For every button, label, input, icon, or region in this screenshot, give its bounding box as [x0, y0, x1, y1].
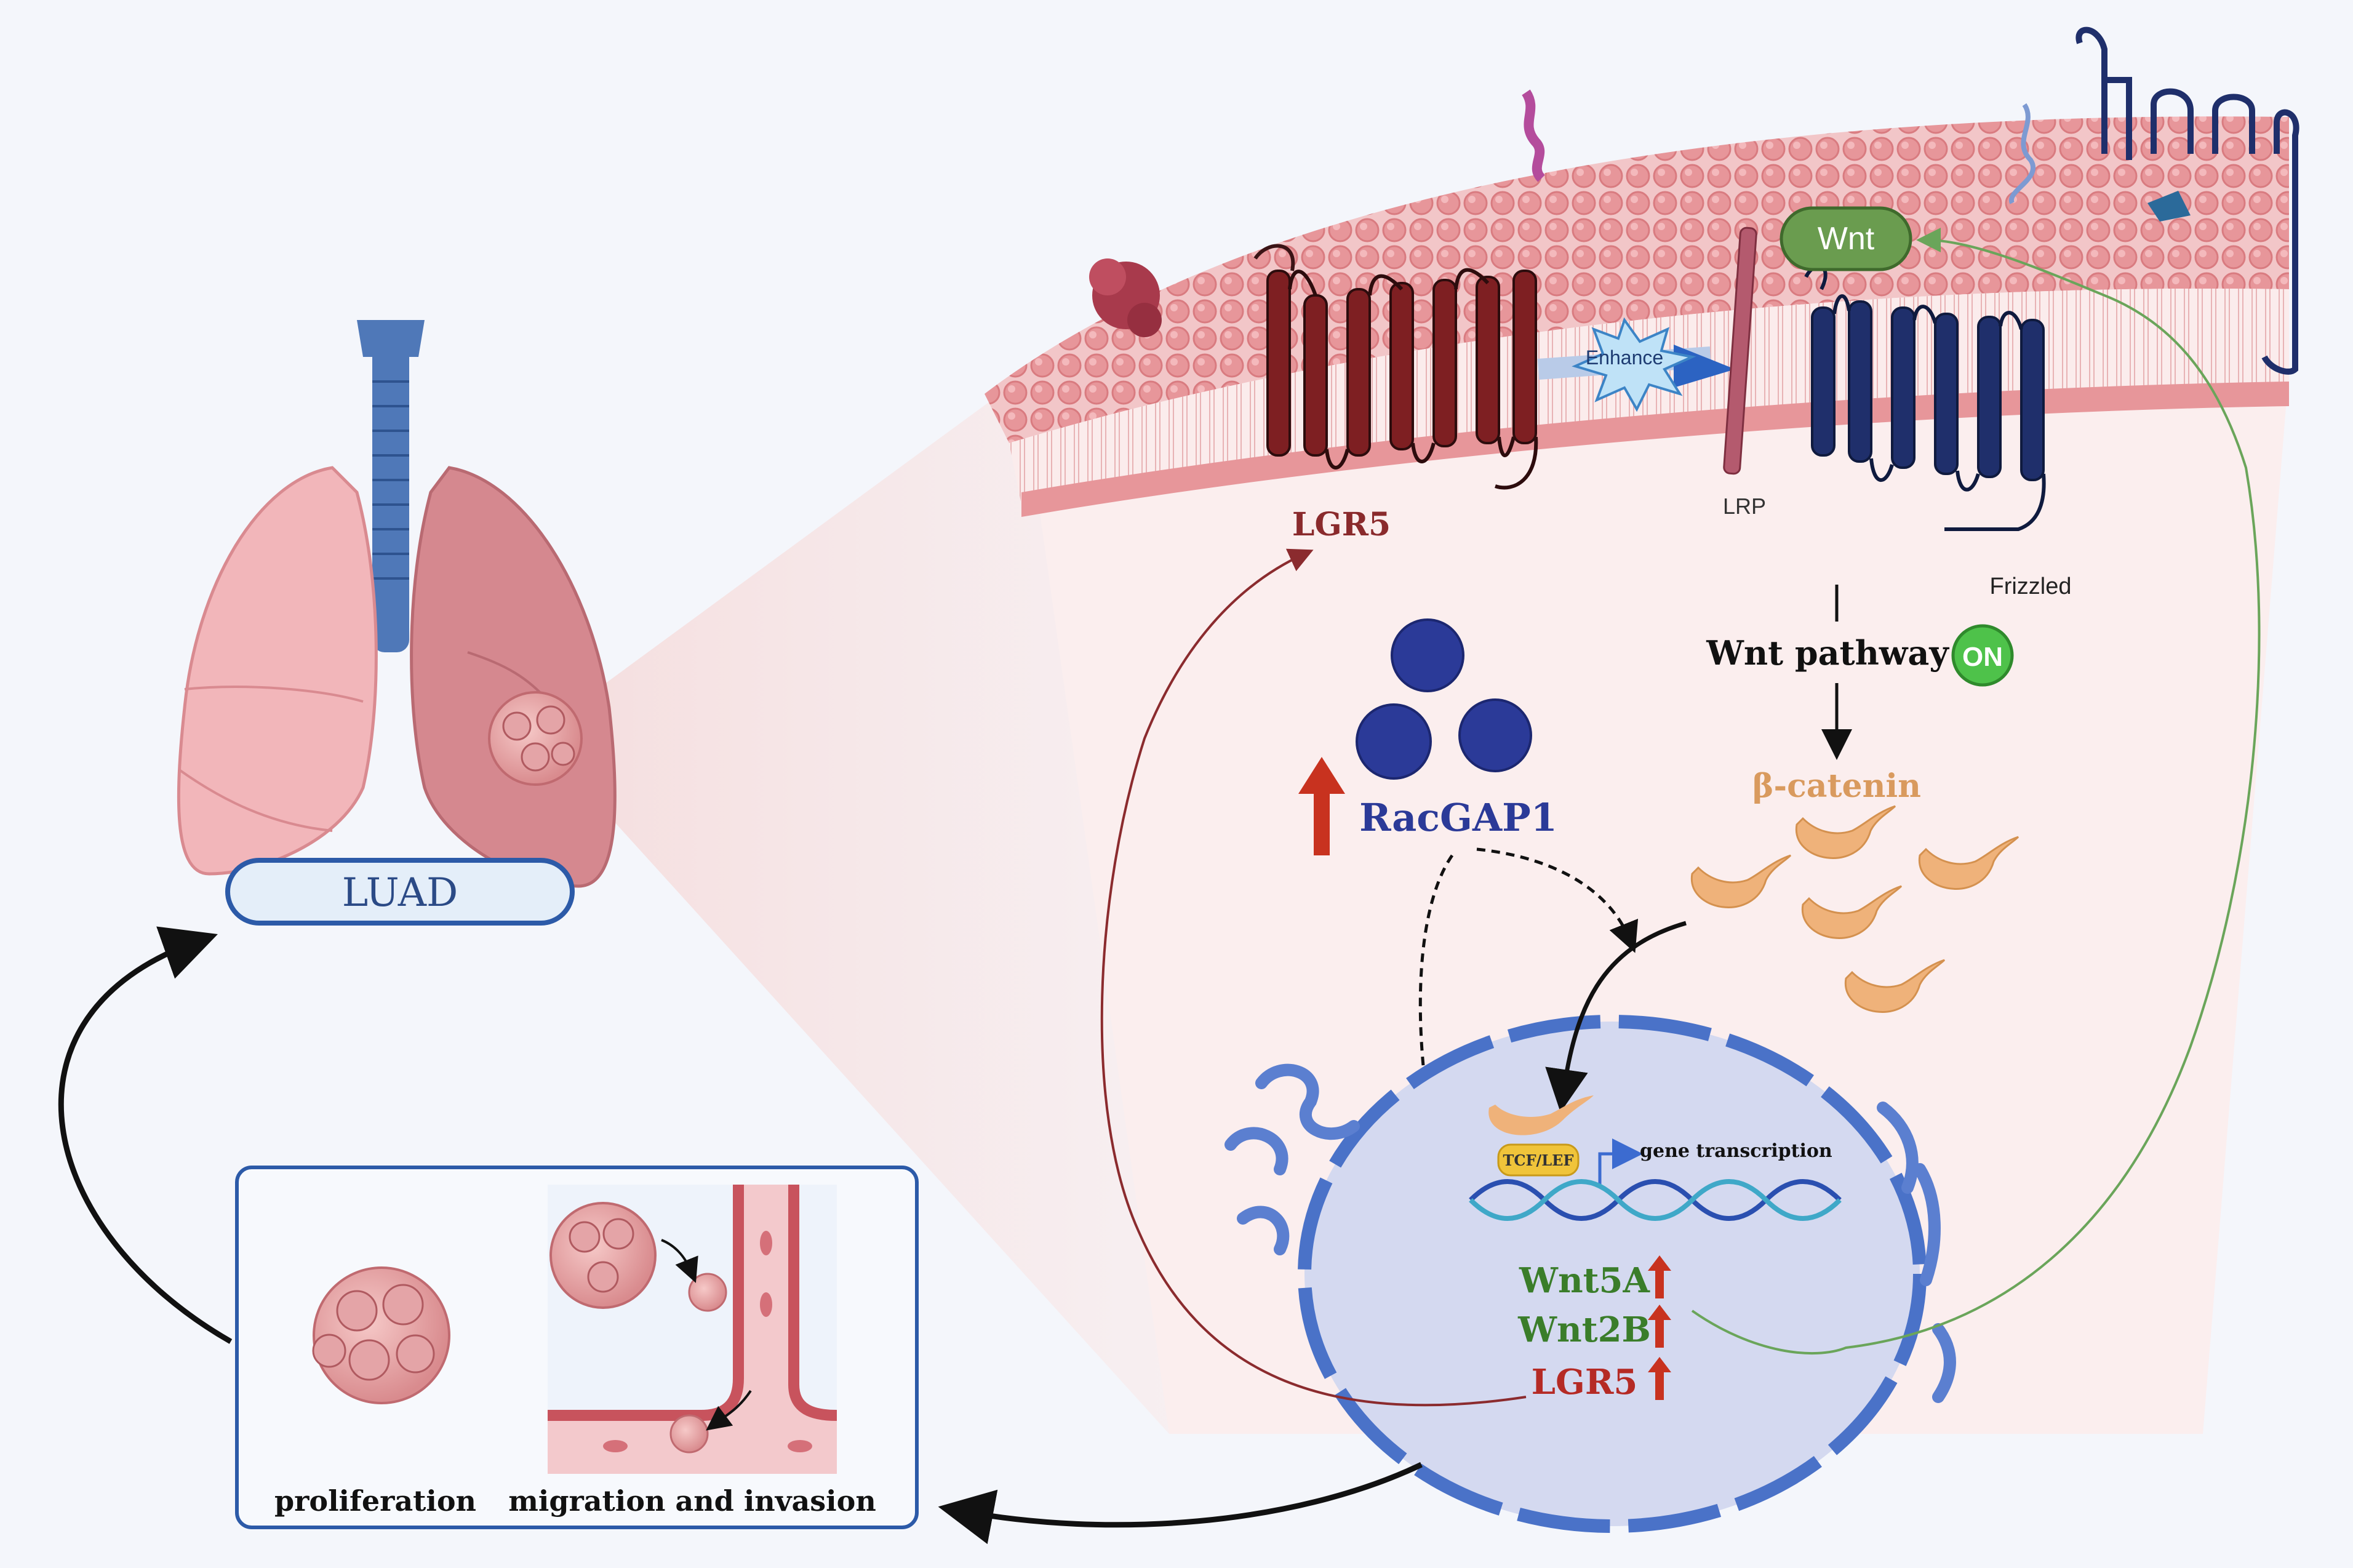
wnt2b-label: Wnt2B — [1517, 1310, 1651, 1350]
top-right-receptor — [2075, 26, 2299, 375]
racgap1-to-nucleus-arrow — [1418, 854, 1501, 1340]
lrp-label: LRP — [1723, 494, 1766, 519]
migration-label: migration and invasion — [508, 1484, 876, 1518]
luad-badge — [225, 858, 575, 926]
zoom-projection — [572, 369, 1169, 1434]
upregulation-arrows — [1648, 1255, 1671, 1400]
dna-icon — [1469, 1179, 1842, 1221]
migrating-tumor-icon — [549, 1202, 727, 1454]
membrane-protein-teal — [2147, 191, 2191, 222]
nucleus — [1304, 1022, 1920, 1526]
membrane-helix-blue — [2008, 103, 2036, 204]
lung-icon — [177, 320, 617, 888]
enhance-burst — [1572, 317, 1696, 412]
frizzled-receptor — [1804, 264, 2046, 531]
on-badge — [1951, 624, 2014, 687]
catenin-to-nucleus-arrow — [1545, 921, 1687, 1113]
racgap1-label: RacGAP1 — [1359, 795, 1557, 840]
racgap1-to-catenin-arrow — [1476, 847, 1639, 953]
migration-arrow-2 — [706, 1390, 752, 1431]
tcf-lef-box — [1497, 1143, 1580, 1177]
racgap1-up-arrow — [1298, 757, 1345, 855]
membrane-bottom-row — [1021, 382, 2289, 517]
nucleus-envelope — [1298, 1015, 1927, 1533]
on-badge-label: ON — [1962, 642, 2003, 672]
transcription-start-arrow — [1598, 1138, 1643, 1188]
migration-arrow-1 — [661, 1239, 698, 1283]
lgr5-feedback-loop — [1100, 548, 1527, 1407]
enhance-label: Enhance — [1586, 346, 1663, 369]
beta-catenin-icon — [1690, 805, 2019, 1013]
luad-label: LUAD — [342, 870, 458, 916]
frizzled-label: Frizzled — [1989, 574, 2071, 599]
nucleus-to-outcome-arrow — [938, 1462, 1423, 1545]
membrane-helix-purple — [1522, 89, 1546, 182]
membrane-protein-cluster — [1089, 258, 1162, 337]
wnt5a-label: Wnt5A — [1519, 1260, 1650, 1301]
wnt-ligand — [1780, 206, 1912, 271]
outcome-to-luad-arrow — [58, 926, 233, 1344]
lgr5-receptor — [1253, 244, 1538, 490]
racgap1-protein-icon — [1356, 618, 1532, 780]
proliferation-tumor-icon — [312, 1266, 450, 1404]
lgr5-membrane-label: LGR5 — [1292, 506, 1391, 543]
wnt-pathway-label: Wnt pathway — [1706, 633, 1949, 673]
proliferation-label: proliferation — [274, 1484, 476, 1518]
beta-catenin-label: β-catenin — [1752, 767, 1921, 805]
gene-transcription-label: gene transcription — [1640, 1140, 1832, 1162]
lrp-receptor — [1723, 226, 1757, 475]
tcf-lef-label: TCF/LEF — [1503, 1151, 1574, 1169]
tcf-lef-catenin — [1488, 1095, 1594, 1135]
er-membranes — [1224, 1063, 1956, 1403]
lung-tumor-icon — [488, 691, 583, 786]
lgr5-nucleus-label: LGR5 — [1532, 1362, 1638, 1402]
wnt-feedback-loop — [1691, 228, 2261, 1355]
wnt-ligand-label: Wnt — [1818, 221, 1875, 257]
